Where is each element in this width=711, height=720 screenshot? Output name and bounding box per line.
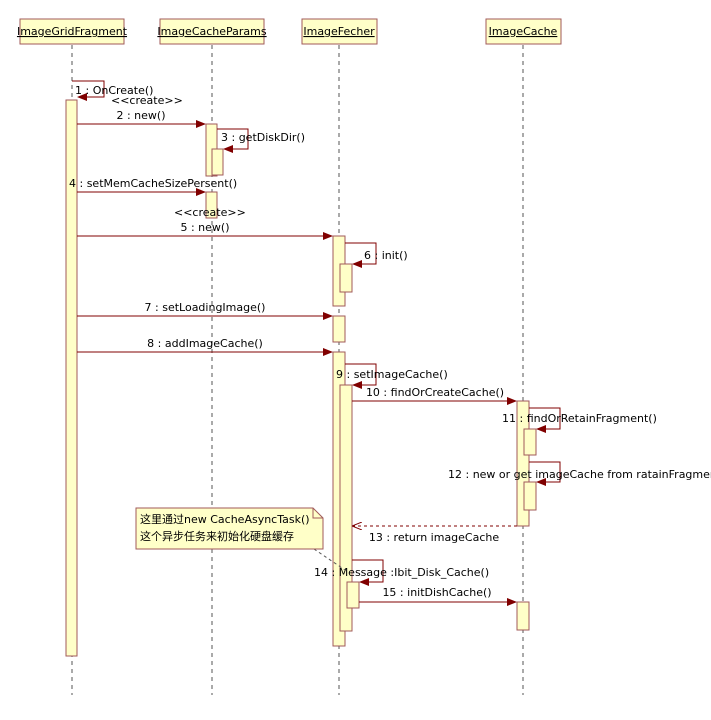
message-label: 1 : OnCreate() xyxy=(75,84,153,97)
message-label: 8 : addImageCache() xyxy=(147,337,263,350)
message-label: 12 : new or get imageCache from ratainFr… xyxy=(448,468,711,481)
activation-bar xyxy=(346,581,360,609)
stereotype-label: <<create>> xyxy=(111,94,183,107)
participants: ImageGridFragment ImageCacheParams Image… xyxy=(17,18,562,45)
participant-label: ImageGridFragment xyxy=(17,25,128,38)
note-fold xyxy=(312,508,323,519)
message-label: 13 : return imageCache xyxy=(369,531,500,544)
activation-bar xyxy=(339,263,353,293)
message-label: 4 : setMemCacheSizePersent() xyxy=(69,177,237,190)
participant-imagefecher[interactable]: ImageFecher xyxy=(301,18,378,45)
message-label: 11 : findOrRetainFragment() xyxy=(502,412,657,425)
message-label: 6 : init() xyxy=(364,249,408,262)
activation-bar xyxy=(516,601,530,631)
participant-label: ImageFecher xyxy=(303,25,375,38)
participant-label: ImageCache xyxy=(489,25,558,38)
participant-label: ImageCacheParams xyxy=(157,25,267,38)
activation-bar xyxy=(523,428,537,456)
message-label: 10 : findOrCreateCache() xyxy=(366,386,504,399)
message-label: 5 : new() xyxy=(180,221,229,234)
message-arrow xyxy=(345,242,377,268)
message-arrow xyxy=(352,559,384,586)
note-text-line2: 这个异步任务来初始化硬盘缓存 xyxy=(140,529,294,543)
message-label: 15 : initDishCache() xyxy=(382,586,491,599)
message-arrow xyxy=(529,407,561,433)
message-label: 2 : new() xyxy=(116,109,165,122)
participant-imagecache[interactable]: ImageCache xyxy=(485,18,562,45)
participant-imagecacheparams[interactable]: ImageCacheParams xyxy=(157,18,267,45)
message-label: 9 : setImageCache() xyxy=(336,368,448,381)
message-label: 7 : setLoadingImage() xyxy=(145,301,266,314)
note-connector xyxy=(313,548,346,571)
message-label: 3 : getDiskDir() xyxy=(221,131,305,144)
activation-bar xyxy=(205,191,218,219)
activations xyxy=(65,99,537,657)
message-arrow xyxy=(72,80,105,101)
note-box xyxy=(135,507,324,550)
participant-imagegridfragment[interactable]: ImageGridFragment xyxy=(17,18,128,45)
messages xyxy=(72,80,561,606)
activation-bar xyxy=(211,148,224,176)
stereotype-label: <<create>> xyxy=(174,206,246,219)
activation-bar xyxy=(65,99,78,657)
message-labels: 1 : OnCreate() <<create>> 2 : new() 3 : … xyxy=(69,84,711,599)
message-label: 14 : Message :Ibit_Disk_Cache() xyxy=(314,566,489,579)
activation-bar xyxy=(339,384,353,632)
message-arrow xyxy=(217,128,249,153)
activation-bar xyxy=(523,481,537,511)
message-arrow xyxy=(529,461,561,486)
note: 这里通过new CacheAsyncTask() 这个异步任务来初始化硬盘缓存 xyxy=(135,507,346,571)
note-text-line1: 这里通过new CacheAsyncTask() xyxy=(140,512,310,526)
activation-bar xyxy=(332,315,346,343)
message-arrow xyxy=(345,363,377,389)
